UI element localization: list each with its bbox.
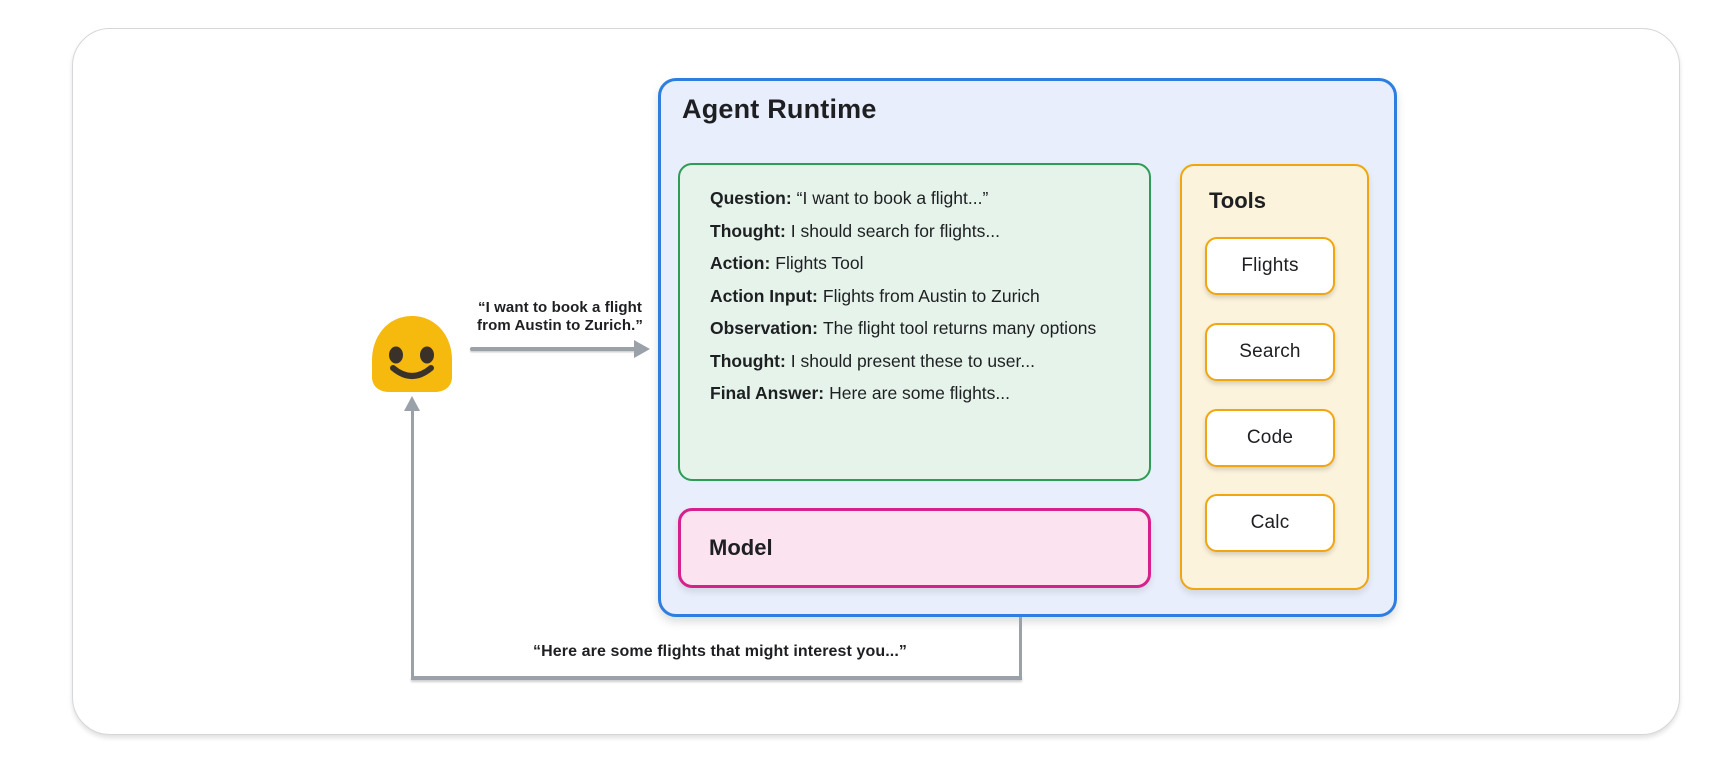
user-request-line2: from Austin to Zurich.” [477, 316, 643, 334]
response-arrow-up-icon [404, 396, 420, 411]
tool-chip-calc: Calc [1205, 494, 1335, 552]
agent-response-label: “Here are some flights that might intere… [533, 643, 907, 660]
scratchpad-line-thought-2: Thought:I should present these to user..… [710, 350, 1035, 371]
user-request-label: “I want to book a flight from Austin to … [450, 299, 670, 334]
agent-runtime-title: Agent Runtime [682, 94, 877, 124]
scratchpad-line-action: Action:Flights Tool [710, 253, 864, 273]
tools-panel: Tools Flights Search Code Calc [1180, 164, 1369, 590]
request-arrow-shaft [470, 347, 636, 351]
tools-title: Tools [1209, 188, 1267, 213]
response-arrow-down-segment [1019, 617, 1022, 679]
request-arrow-right-icon [634, 339, 650, 358]
scratchpad-line-question: Question:“I want to book a flight...” [710, 188, 989, 208]
scratchpad-line-final-answer: Final Answer:Here are some flights... [710, 383, 1010, 403]
react-scratchpad-box [678, 163, 1151, 481]
scratchpad-line-thought-1: Thought:I should search for flights... [710, 220, 1000, 241]
user-blob-emoji-icon [366, 313, 458, 395]
response-arrow-horizontal-segment [411, 676, 1022, 680]
response-arrow-up-segment [411, 410, 414, 678]
scratchpad-line-action-input: Action Input:Flights from Austin to Zuri… [710, 285, 1040, 306]
tool-chip-code: Code [1205, 409, 1335, 467]
user-request-line1: “I want to book a flight [477, 299, 643, 316]
tool-chip-flights: Flights [1205, 237, 1335, 295]
react-scratchpad-lines: Question:“I want to book a flight...” Th… [710, 182, 1140, 410]
scratchpad-line-observation: Observation:The flight tool returns many… [710, 318, 1097, 338]
model-label: Model [709, 535, 773, 560]
tool-chip-search: Search [1205, 323, 1335, 381]
model-box: Model [678, 508, 1151, 588]
